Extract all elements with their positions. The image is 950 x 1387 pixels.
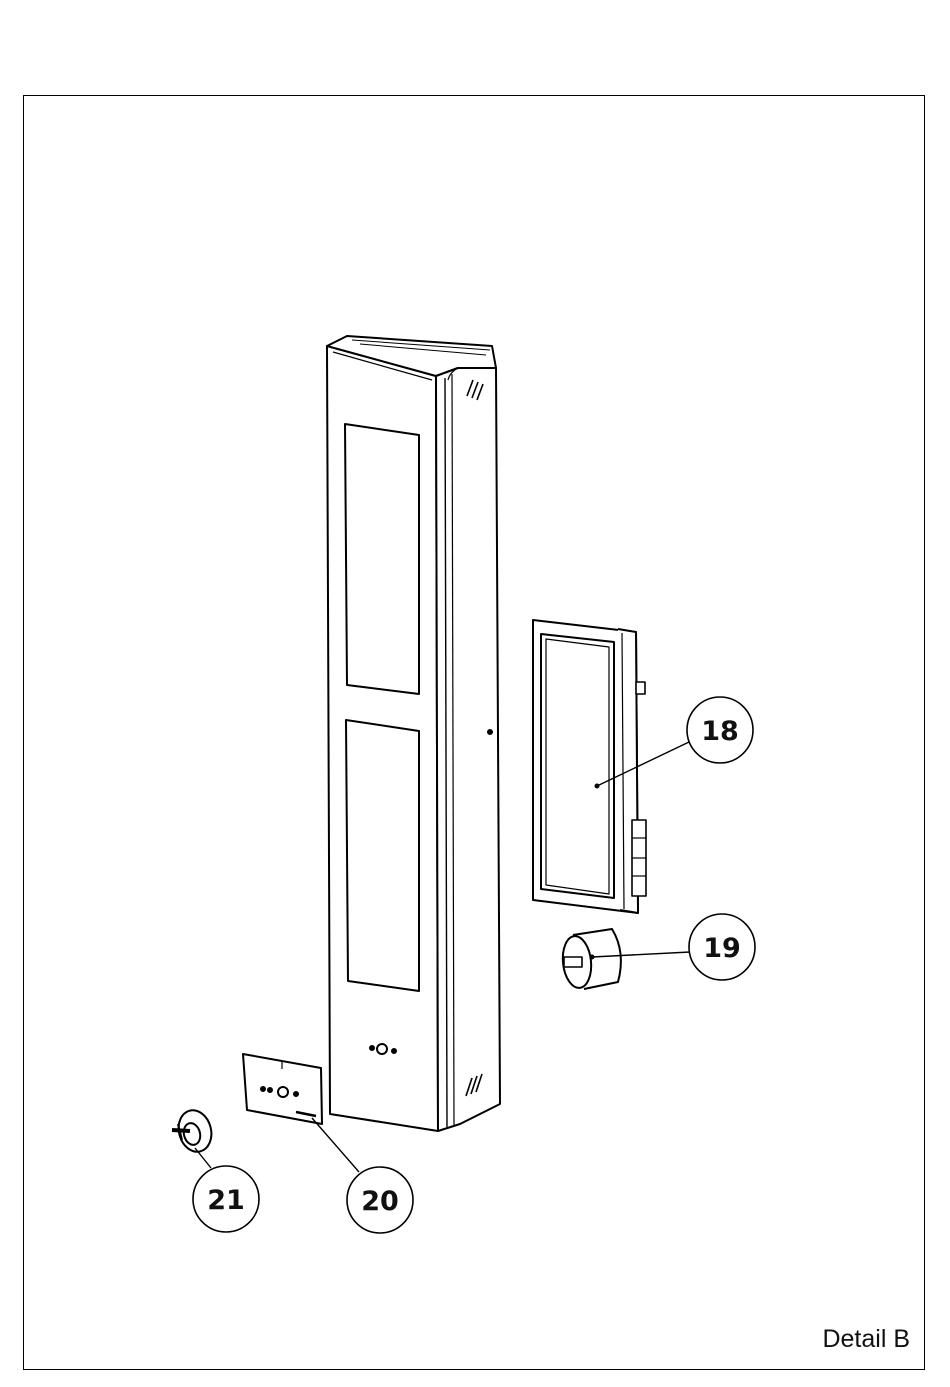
column-housing (327, 336, 500, 1131)
display-panel-part-18 (533, 620, 646, 913)
callout-label-21: 21 (207, 1185, 245, 1216)
detail-label: Detail B (822, 1325, 910, 1354)
upper-window-opening (345, 424, 419, 694)
lock-part-21 (172, 1107, 216, 1156)
lower-window-opening (346, 720, 419, 991)
callout-label-18: 18 (701, 716, 739, 747)
cylinder-part-19 (560, 929, 621, 989)
callout-label-20: 20 (361, 1186, 399, 1217)
callout-label-19: 19 (703, 933, 741, 964)
plate-part-20 (243, 1054, 322, 1124)
